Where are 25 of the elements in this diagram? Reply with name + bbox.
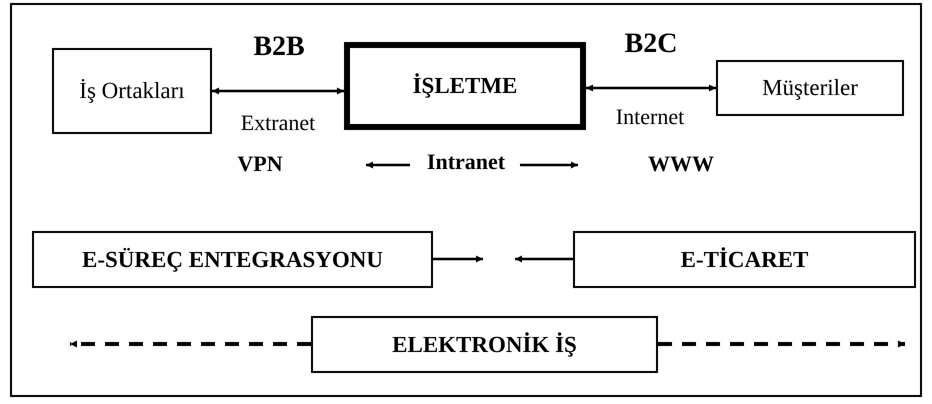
box-text: İş Ortakları xyxy=(79,78,185,104)
arrow xyxy=(658,340,905,348)
process-box xyxy=(716,60,904,116)
process-box xyxy=(32,231,433,288)
connection-label: Internet xyxy=(616,104,684,130)
arrow xyxy=(433,256,483,262)
edge-label: B2B xyxy=(253,31,305,63)
box-text: E-TİCARET xyxy=(680,246,808,272)
box-text: ELEKTRONİK İŞ xyxy=(392,332,577,358)
network-label: VPN xyxy=(237,151,283,177)
network-label: Intranet xyxy=(426,149,506,175)
arrow xyxy=(586,84,716,92)
process-box xyxy=(573,231,916,288)
box-text: E-SÜREÇ ENTEGRASYONU xyxy=(82,246,383,272)
edge-label: B2C xyxy=(624,28,678,60)
box-text: Müşteriler xyxy=(762,75,858,101)
process-box xyxy=(344,42,586,130)
arrow xyxy=(515,256,573,262)
arrow xyxy=(212,88,344,94)
process-box xyxy=(311,316,658,373)
network-label: WWW xyxy=(648,151,714,177)
box-text: İŞLETME xyxy=(412,73,518,99)
arrow xyxy=(70,340,311,348)
connection-label: Extranet xyxy=(240,110,316,136)
process-box xyxy=(52,48,212,134)
